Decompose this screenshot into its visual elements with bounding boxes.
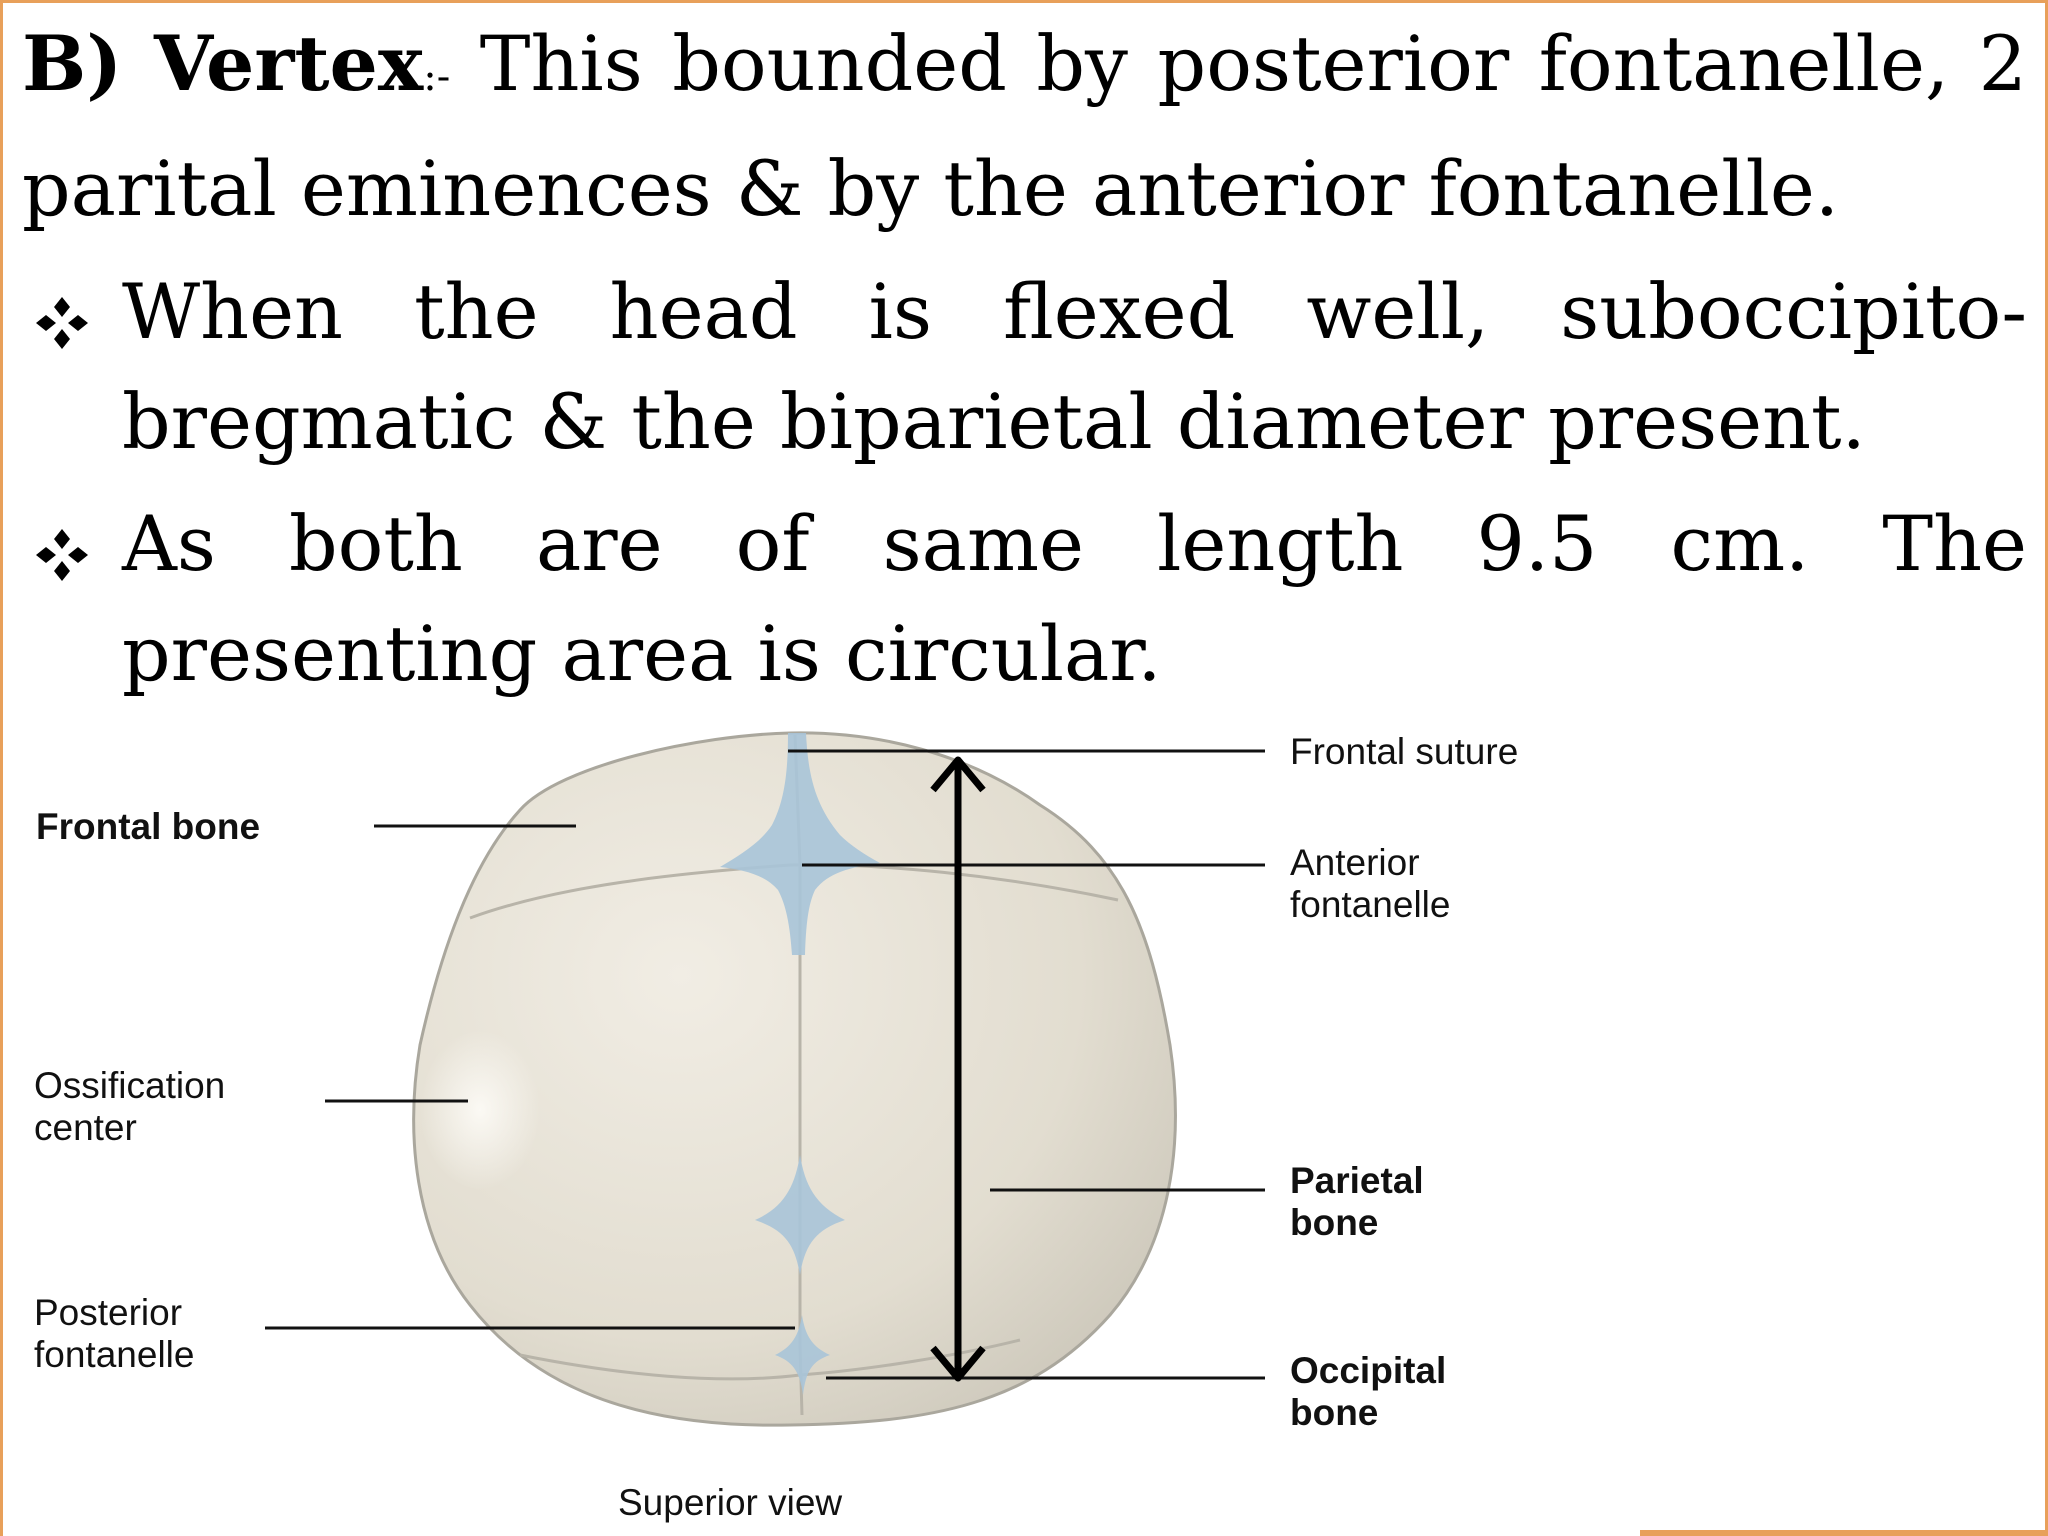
posterior-fontanelle-label-line2: fontanelle — [34, 1334, 194, 1375]
bullet-item-length: As both are of same length 9.5 cm. The p… — [22, 489, 2027, 709]
ossification-center-label-line2: center — [34, 1107, 137, 1148]
vertex-heading-label: B) Vertex — [22, 19, 424, 108]
parietal-bone-label-line2: bone — [1290, 1202, 1378, 1243]
parietal-bone-label-line1: Parietal — [1290, 1160, 1424, 1201]
diameter-arrow — [930, 756, 986, 1382]
diamond-bullet-icon — [36, 529, 88, 581]
vertex-heading-text: This bounded by posterior fontanelle, 2 … — [22, 19, 2028, 233]
posterior-fontanelle-shape — [775, 1315, 830, 1395]
skull-outline — [412, 731, 1177, 1427]
slide-text: B) Vertex:- This bounded by posterior fo… — [22, 8, 2027, 709]
anterior-fontanelle-label-line2: fontanelle — [1290, 884, 1450, 925]
frontal-suture-label: Frontal suture — [1290, 731, 1518, 772]
posterior-fontanelle-label-line1: Posterior — [34, 1292, 182, 1333]
anterior-fontanelle-shape — [720, 733, 880, 955]
slide-bottom-accent — [1640, 1530, 2048, 1536]
sagittal-fontanelle-shape — [755, 1155, 845, 1275]
fetal-skull-diagram: Frontal bone Ossification center Posteri… — [34, 731, 1518, 1523]
ossification-center-highlight — [420, 1030, 540, 1190]
vertex-paragraph: B) Vertex:- This bounded by posterior fo… — [22, 8, 2027, 245]
diamond-bullet-icon — [36, 297, 88, 349]
occipital-bone-label-line2: bone — [1290, 1392, 1378, 1433]
occipital-bone-label-line1: Occipital — [1290, 1350, 1446, 1391]
bullet-text-flexed: When the head is flexed well, suboccipit… — [122, 267, 2027, 466]
frontal-bone-label: Frontal bone — [36, 806, 260, 847]
bullet-text-length: As both are of same length 9.5 cm. The p… — [122, 499, 2027, 698]
ossification-center-label-line1: Ossification — [34, 1065, 225, 1106]
superior-view-caption: Superior view — [618, 1482, 842, 1523]
vertex-heading-separator: :- — [423, 54, 451, 100]
anterior-fontanelle-label-line1: Anterior — [1290, 842, 1420, 883]
bullet-item-flexed: When the head is flexed well, suboccipit… — [22, 257, 2027, 477]
